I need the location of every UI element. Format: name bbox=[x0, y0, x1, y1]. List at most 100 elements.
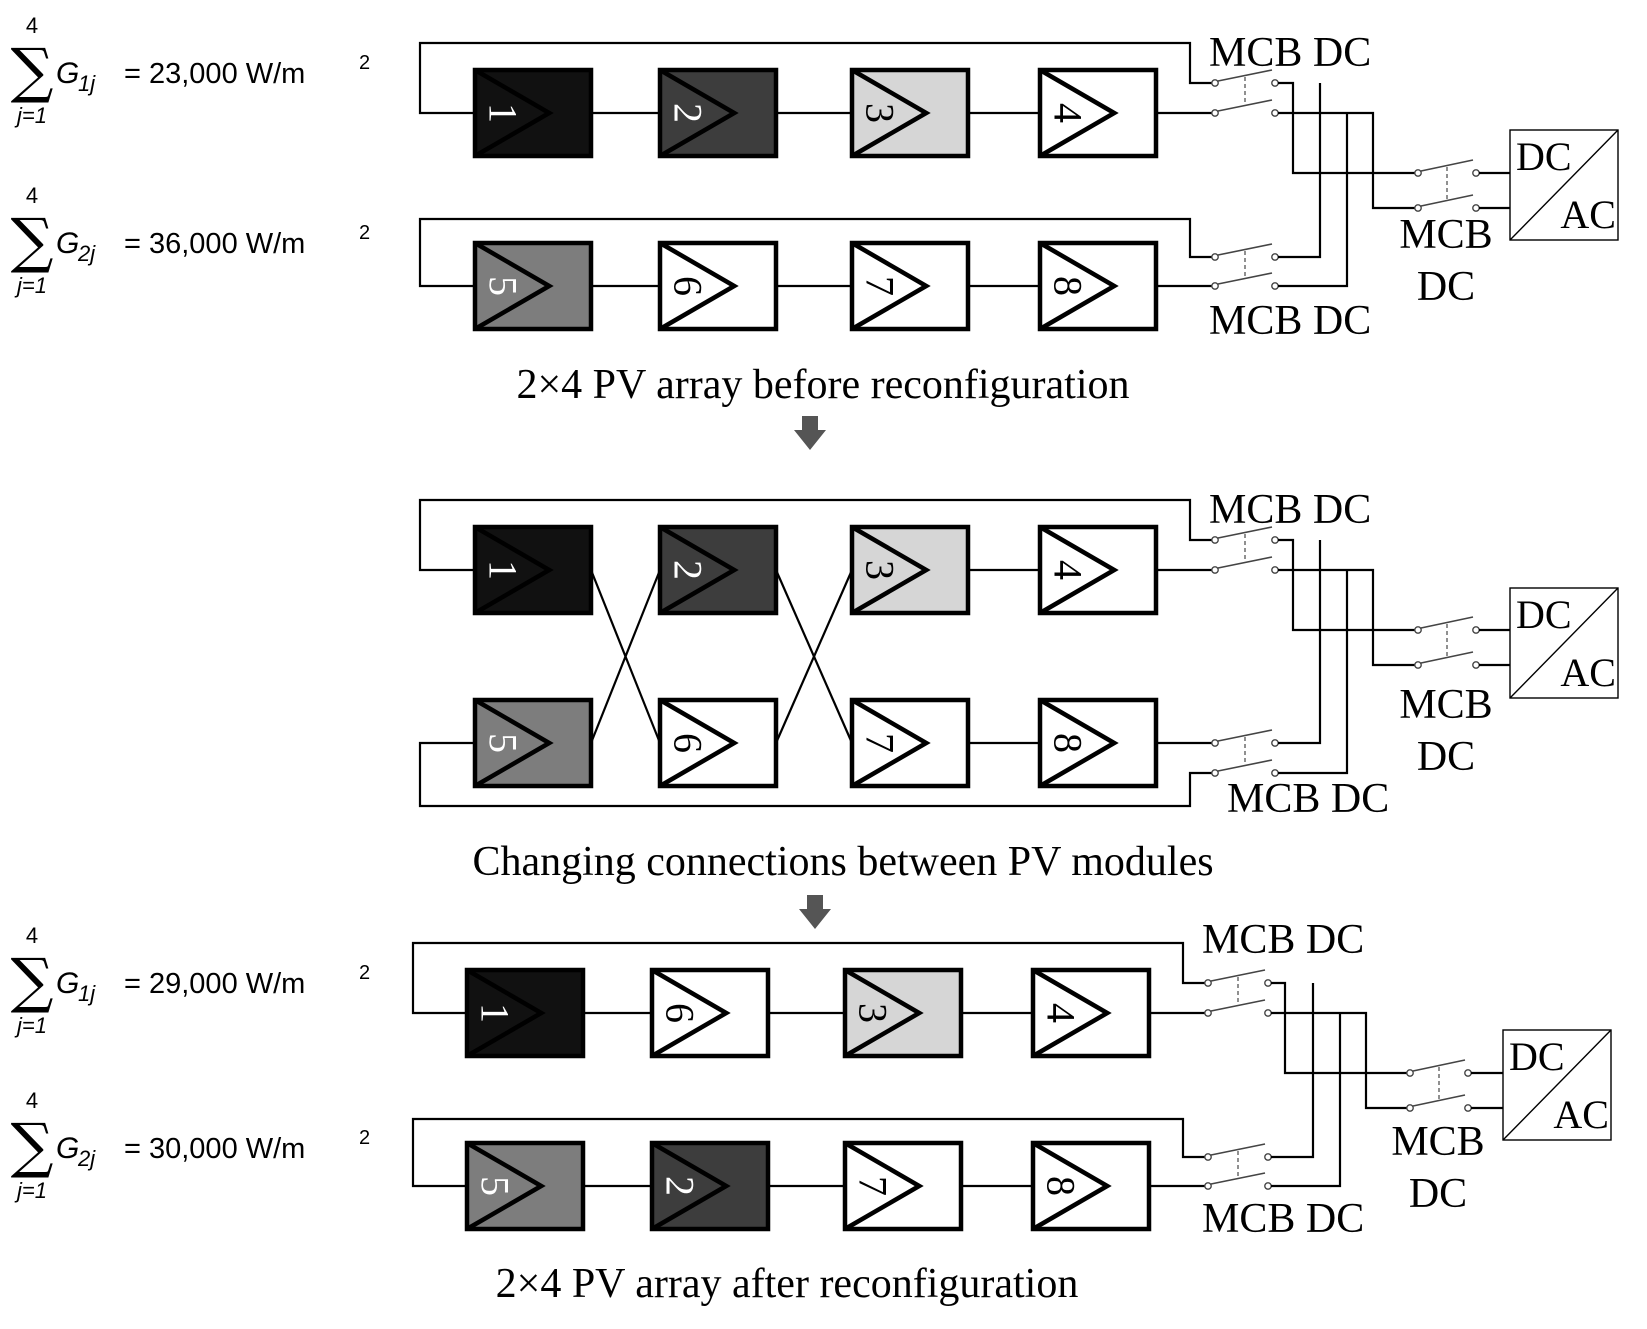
pv-module-label: 7 bbox=[850, 1176, 895, 1196]
pv-module: 3 bbox=[849, 67, 971, 159]
sigma-symbol: ∑ bbox=[11, 1111, 54, 1181]
contact-terminal bbox=[1264, 979, 1272, 987]
pv-module: 6 bbox=[649, 967, 771, 1059]
diode-triangle-icon bbox=[650, 1141, 731, 1231]
unit-exponent: 2 bbox=[359, 222, 370, 244]
contact-terminal bbox=[1211, 739, 1219, 747]
irradiance-value: = 29,000 W/m bbox=[124, 968, 305, 1000]
contact-terminal bbox=[1271, 566, 1279, 574]
pv-module-box bbox=[472, 524, 594, 616]
switch-blade bbox=[1217, 526, 1273, 539]
inverter-dc-label: DC bbox=[1509, 1034, 1565, 1079]
sum-upper-limit: 4 bbox=[26, 13, 38, 38]
unit-exponent: 2 bbox=[359, 962, 370, 984]
pv-module-box bbox=[849, 67, 971, 159]
switch-blade bbox=[1420, 616, 1474, 629]
pv-module-box bbox=[657, 524, 779, 616]
pv-module: 5 bbox=[472, 697, 594, 789]
switch-blade bbox=[1217, 556, 1273, 569]
wire bbox=[589, 569, 662, 744]
wire bbox=[1271, 1011, 1407, 1110]
breaker-switch bbox=[1211, 526, 1279, 574]
pv-module-box bbox=[472, 240, 594, 332]
pv-module: 1 bbox=[472, 67, 594, 159]
wire bbox=[1271, 1013, 1342, 1188]
pv-module-box bbox=[1037, 240, 1159, 332]
pv-module-label: 6 bbox=[657, 1003, 702, 1023]
contact-terminal bbox=[1464, 1104, 1472, 1112]
breaker-switch bbox=[1414, 159, 1480, 212]
diode-triangle-icon bbox=[1031, 968, 1112, 1058]
contact-terminal bbox=[1264, 1182, 1272, 1190]
pv-module-box bbox=[649, 1140, 771, 1232]
sigma-symbol: ∑ bbox=[11, 206, 54, 276]
contact-terminal bbox=[1211, 79, 1219, 87]
pv-module: 6 bbox=[657, 240, 779, 332]
pv-module-label: 5 bbox=[480, 276, 525, 296]
contact-terminal bbox=[1414, 204, 1422, 212]
wire bbox=[411, 1117, 1205, 1188]
pv-module: 2 bbox=[657, 67, 779, 159]
pv-module-box bbox=[657, 67, 779, 159]
diode-triangle-icon bbox=[473, 525, 554, 615]
pv-module: 7 bbox=[842, 1140, 964, 1232]
main-breaker-label-line1: MCB bbox=[1391, 1119, 1484, 1165]
inverter-dc-label: DC bbox=[1516, 592, 1572, 637]
breaker-label-top: MCB DC bbox=[1209, 30, 1371, 76]
wire bbox=[1278, 113, 1349, 288]
breaker-label-bottom: MCB DC bbox=[1209, 298, 1371, 344]
pv-module-box bbox=[842, 967, 964, 1059]
main-breaker-label-line1: MCB bbox=[1399, 212, 1492, 258]
switch-blade bbox=[1210, 1172, 1266, 1185]
diode-triangle-icon bbox=[850, 525, 931, 615]
contact-terminal bbox=[1211, 566, 1219, 574]
main-breaker-label-line2: DC bbox=[1417, 264, 1475, 310]
wire bbox=[1278, 83, 1322, 259]
section-caption: Changing connections between PV modules bbox=[472, 839, 1213, 885]
switch-blade bbox=[1210, 969, 1266, 982]
breaker-label-top: MCB DC bbox=[1209, 487, 1371, 533]
pv-module-box bbox=[464, 967, 586, 1059]
contact-terminal bbox=[1271, 79, 1279, 87]
breaker-switch bbox=[1211, 729, 1279, 777]
switch-blade bbox=[1217, 272, 1273, 285]
contact-terminal bbox=[1414, 661, 1422, 669]
contact-terminal bbox=[1211, 536, 1219, 544]
contact-terminal bbox=[1204, 1153, 1212, 1161]
section-caption: 2×4 PV array before reconfiguration bbox=[516, 362, 1129, 408]
pv-module-box bbox=[842, 1140, 964, 1232]
pv-module-label: 6 bbox=[665, 733, 710, 753]
pv-module-label: 4 bbox=[1045, 103, 1090, 123]
diode-triangle-icon bbox=[658, 525, 739, 615]
pv-module: 3 bbox=[849, 524, 971, 616]
inverter-diagonal bbox=[1509, 129, 1619, 241]
switch-blade bbox=[1210, 1143, 1266, 1156]
contact-terminal bbox=[1211, 253, 1219, 261]
diode-triangle-icon bbox=[1031, 1141, 1112, 1231]
breaker-switch bbox=[1414, 616, 1480, 669]
pv-module-box bbox=[1037, 67, 1159, 159]
pv-module-label: 3 bbox=[850, 1003, 895, 1023]
pv-module-label: 8 bbox=[1045, 276, 1090, 296]
pv-module: 2 bbox=[649, 1140, 771, 1232]
diode-triangle-icon bbox=[1038, 241, 1119, 331]
sum-upper-limit: 4 bbox=[26, 923, 38, 948]
diode-triangle-icon bbox=[843, 968, 924, 1058]
pv-module-box bbox=[849, 240, 971, 332]
wire bbox=[418, 217, 1212, 288]
wire bbox=[774, 569, 854, 744]
contact-terminal bbox=[1271, 282, 1279, 290]
irradiance-value: = 30,000 W/m bbox=[124, 1133, 305, 1165]
breaker-switch bbox=[1211, 243, 1279, 290]
pv-module: 7 bbox=[849, 697, 971, 789]
pv-module: 3 bbox=[842, 967, 964, 1059]
pv-module-label: 3 bbox=[857, 103, 902, 123]
wire bbox=[1278, 568, 1415, 667]
inverter-ac-label: AC bbox=[1560, 192, 1616, 237]
